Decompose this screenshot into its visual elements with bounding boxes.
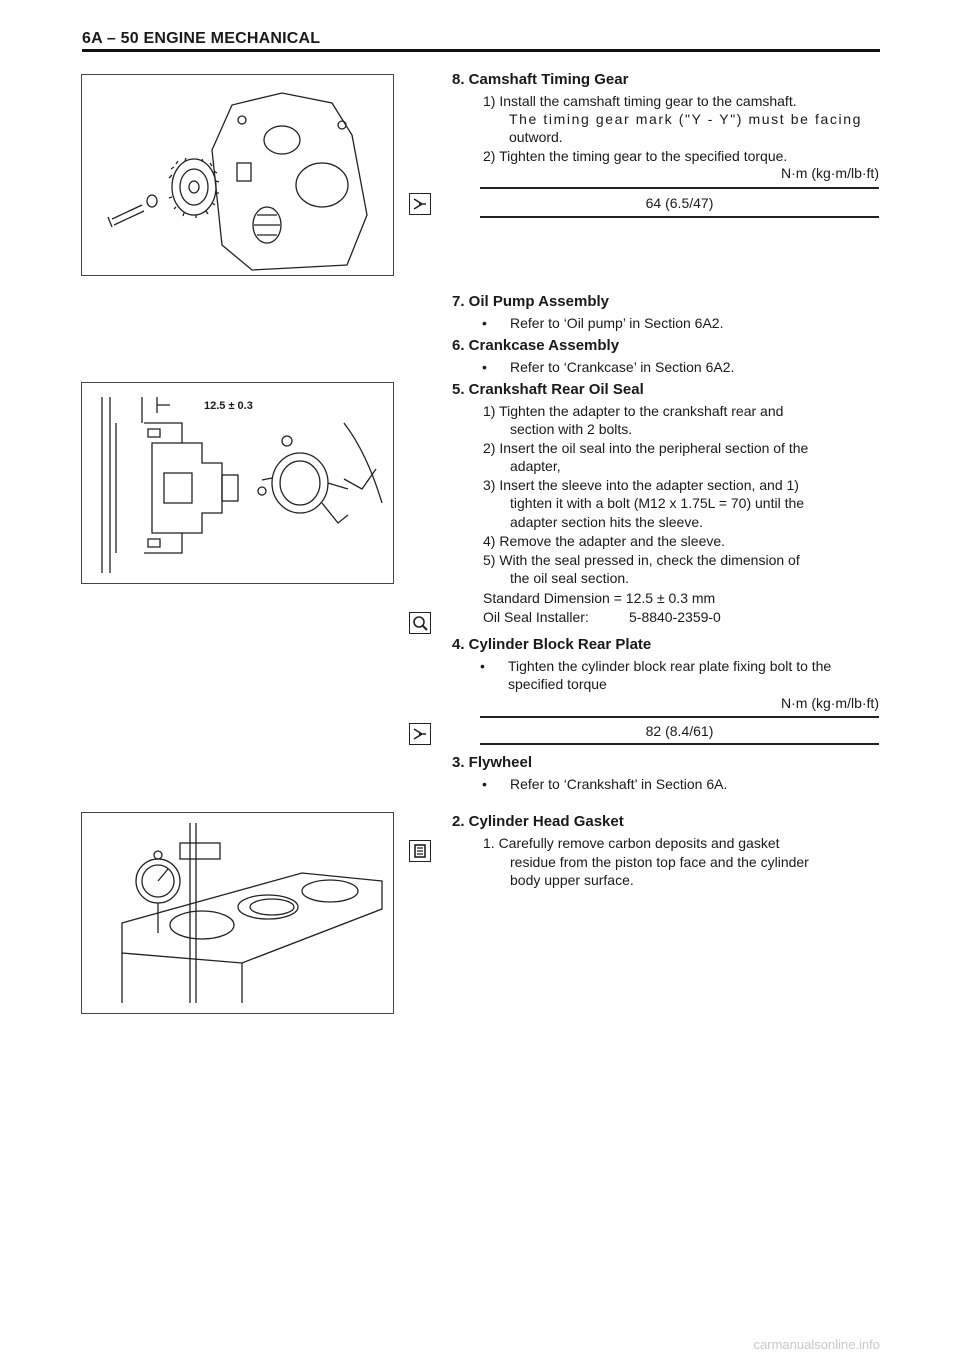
s5-line: 1) Tighten the adapter to the crankshaft… [483, 403, 784, 419]
section-3-title: 3. Flywheel [452, 754, 533, 771]
s8-line: 2) Tighten the timing gear to the specif… [483, 148, 788, 164]
s5-line: 4) Remove the adapter and the sleeve. [483, 533, 726, 549]
s4-torque-unit: N·m (kg·m/lb·ft) [781, 695, 879, 711]
s8-line: outword. [509, 129, 563, 145]
s4-torque-value: 82 (8.4/61) [645, 723, 714, 739]
s5-line: adapter, [510, 458, 561, 474]
s5-line: tighten it with a bolt (M12 x 1.75L = 70… [510, 495, 805, 511]
s5-line: 2) Insert the oil seal into the peripher… [483, 440, 809, 456]
dimension-label: 12.5 ± 0.3 [204, 400, 253, 412]
s5-line: section with 2 bolts. [510, 421, 633, 437]
cleaning-icon [409, 840, 431, 862]
section-6-title: 6. Crankcase Assembly [452, 337, 620, 354]
torque-table-rule [480, 743, 879, 745]
page-header: 6A – 50 ENGINE MECHANICAL [82, 30, 321, 47]
watermark-footer[interactable]: carmanualsonline.info [753, 1337, 880, 1352]
s5-line: the oil seal section. [510, 570, 630, 586]
s8-torque-value: 64 (6.5/47) [645, 195, 714, 211]
figure-rear-oil-seal: 12.5 ± 0.3 [81, 382, 394, 584]
s4-line: specified torque [508, 676, 607, 692]
tighten-torque-icon [409, 193, 431, 215]
s2-line: 1. Carefully remove carbon deposits and … [483, 835, 780, 851]
section-7-title: 7. Oil Pump Assembly [452, 293, 609, 310]
s5-standard-dimension: Standard Dimension = 12.5 ± 0.3 mm [483, 590, 716, 606]
s8-line: The timing gear mark ("Y - Y") must be f… [509, 111, 862, 127]
torque-table-rule [480, 716, 879, 718]
section-5-title: 5. Crankshaft Rear Oil Seal [452, 381, 644, 398]
torque-table-rule [480, 187, 879, 189]
s2-line: body upper surface. [510, 872, 634, 888]
s5-tool-label: Oil Seal Installer: [483, 609, 589, 625]
special-tool-icon [409, 612, 431, 634]
s2-line: residue from the piston top face and the… [510, 854, 809, 870]
s5-line: 3) Insert the sleeve into the adapter se… [483, 477, 799, 493]
s5-line: adapter section hits the sleeve. [510, 514, 704, 530]
figure-cylinder-head-gasket [81, 812, 394, 1014]
s4-bullet: Tighten the cylinder block rear plate fi… [480, 657, 831, 675]
s7-bullet: Refer to ‘Oil pump’ in Section 6A2. [482, 314, 724, 332]
section-4-title: 4. Cylinder Block Rear Plate [452, 636, 652, 653]
camshaft-gear-illustration [107, 92, 368, 271]
tighten-torque-icon [409, 723, 431, 745]
s5-tool-number: 5-8840-2359-0 [629, 609, 721, 625]
oil-seal-illustration [101, 397, 383, 573]
section-8-title: 8. Camshaft Timing Gear [452, 71, 629, 88]
section-2-title: 2. Cylinder Head Gasket [452, 813, 624, 830]
s3-bullet: Refer to ‘Crankshaft’ in Section 6A. [482, 775, 727, 793]
figure-camshaft-timing-gear [81, 74, 394, 276]
s6-bullet: Refer to ‘Crankcase’ in Section 6A2. [482, 358, 734, 376]
s5-line: 5) With the seal pressed in, check the d… [483, 552, 800, 568]
dial-gauge-illustration [121, 823, 383, 1003]
header-rule [82, 49, 880, 52]
s8-line: 1) Install the camshaft timing gear to t… [483, 93, 797, 109]
s8-torque-unit: N·m (kg·m/lb·ft) [781, 165, 879, 181]
torque-table-rule [480, 216, 879, 218]
